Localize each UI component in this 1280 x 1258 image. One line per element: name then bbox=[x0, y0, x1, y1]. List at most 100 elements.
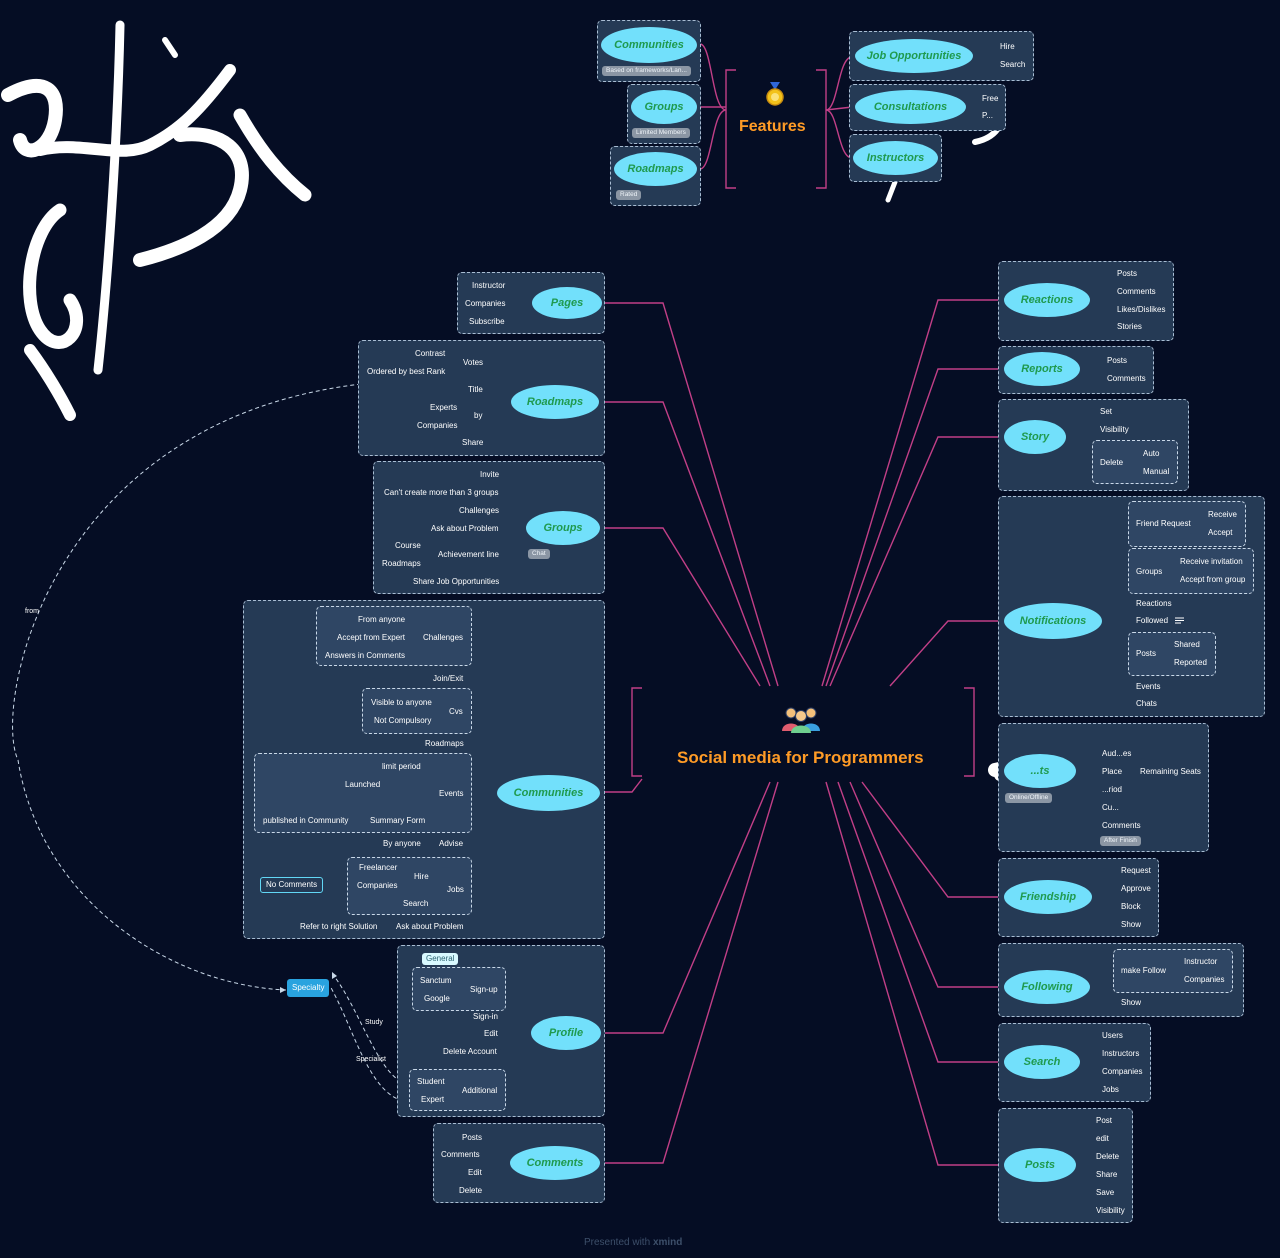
groups-node[interactable]: Groups bbox=[526, 511, 600, 545]
roadmaps-title: Title bbox=[468, 385, 483, 394]
communities-advise: Advise bbox=[439, 839, 464, 848]
communities-launched: Launched bbox=[345, 780, 381, 789]
groups-invite: Invite bbox=[480, 470, 500, 479]
features-title: Features bbox=[739, 118, 806, 135]
notifications-node[interactable]: Notifications bbox=[1004, 603, 1102, 639]
features-communities-node[interactable]: Communities bbox=[601, 27, 697, 63]
instructors-node[interactable]: Instructors bbox=[853, 141, 938, 175]
following-node[interactable]: Following bbox=[1004, 970, 1090, 1004]
pages-instructor: Instructor bbox=[472, 281, 506, 290]
profile-expert: Expert bbox=[421, 1095, 445, 1104]
footer-watermark: Presented with xmind bbox=[584, 1237, 682, 1248]
reports-posts: Posts bbox=[1107, 356, 1128, 365]
medal-icon bbox=[766, 82, 784, 106]
features-roadmaps-tag: Rated bbox=[616, 190, 642, 200]
profile-sanctum: Sanctum bbox=[420, 976, 452, 985]
reactions-posts: Posts bbox=[1117, 269, 1138, 278]
notif-posts: Posts bbox=[1136, 649, 1157, 658]
communities-by-anyone: By anyone bbox=[383, 839, 421, 848]
relation-specialist-label: Specialist bbox=[356, 1056, 386, 1063]
comments-node[interactable]: Comments bbox=[510, 1146, 600, 1180]
comments-delete: Delete bbox=[459, 1186, 483, 1195]
communities-limit-period: limit period bbox=[382, 762, 421, 771]
roadmaps-companies: Companies bbox=[417, 421, 458, 430]
consultations-free-label: Free bbox=[982, 94, 999, 103]
footer-brand: xmind bbox=[652, 1237, 683, 1248]
consultations-paid-label: P... bbox=[982, 111, 993, 120]
events-cost: Cu... bbox=[1102, 803, 1119, 812]
notif-shared: Shared bbox=[1174, 640, 1200, 649]
profile-delete: Delete Account bbox=[443, 1047, 497, 1056]
notif-events: Events bbox=[1136, 682, 1161, 691]
pages-companies: Companies bbox=[465, 299, 506, 308]
job-hire-label: Hire bbox=[1000, 42, 1015, 51]
communities-refer: Refer to right Solution bbox=[300, 922, 378, 931]
notif-accept: Accept bbox=[1208, 528, 1233, 537]
job-opportunities-node[interactable]: Job Opportunities bbox=[855, 39, 973, 73]
reactions-stories: Stories bbox=[1117, 322, 1142, 331]
notif-receive: Receive bbox=[1208, 510, 1237, 519]
communities-jobs: Jobs bbox=[447, 885, 464, 894]
posts-save: Save bbox=[1096, 1188, 1115, 1197]
posts-node[interactable]: Posts bbox=[1004, 1148, 1076, 1182]
posts-delete: Delete bbox=[1096, 1152, 1120, 1161]
roadmaps-node[interactable]: Roadmaps bbox=[511, 385, 599, 419]
search-jobs: Jobs bbox=[1102, 1085, 1119, 1094]
communities-cvs-group bbox=[362, 688, 472, 734]
pages-subscribe: Subscribe bbox=[469, 317, 505, 326]
profile-additional-group bbox=[409, 1069, 506, 1111]
communities-cv-compulsory: Not Compulsory bbox=[374, 716, 432, 725]
groups-achievement: Achievement line bbox=[438, 550, 499, 559]
notes-icon bbox=[1175, 617, 1184, 624]
groups-ask: Ask about Problem bbox=[431, 524, 499, 533]
notif-accept-from-group: Accept from group bbox=[1180, 575, 1246, 584]
features-roadmaps-node[interactable]: Roadmaps bbox=[614, 152, 697, 186]
search-node[interactable]: Search bbox=[1004, 1045, 1080, 1079]
following-make-group bbox=[1113, 949, 1233, 993]
features-groups-tag: Limited Members bbox=[632, 128, 690, 138]
relation-from-label: from bbox=[25, 608, 39, 615]
groups-roadmaps: Roadmaps bbox=[382, 559, 421, 568]
communities-freelancer: Freelancer bbox=[359, 863, 398, 872]
notif-groups: Groups bbox=[1136, 567, 1163, 576]
story-node[interactable]: Story bbox=[1004, 420, 1066, 454]
friendship-show: Show bbox=[1121, 920, 1142, 929]
features-groups-node[interactable]: Groups bbox=[631, 90, 697, 124]
story-visibility: Visibility bbox=[1100, 425, 1129, 434]
reactions-node[interactable]: Reactions bbox=[1004, 283, 1090, 317]
reports-comments: Comments bbox=[1107, 374, 1146, 383]
story-delete-group bbox=[1092, 440, 1178, 484]
communities-events-group bbox=[254, 753, 472, 833]
friendship-node[interactable]: Friendship bbox=[1004, 880, 1092, 914]
profile-student: Student bbox=[417, 1077, 445, 1086]
profile-general-tab[interactable]: General bbox=[422, 953, 459, 965]
roadmaps-ordered: Ordered by best Rank bbox=[367, 367, 446, 376]
communities-cv-visible: Visible to anyone bbox=[371, 698, 432, 707]
posts-post: Post bbox=[1096, 1116, 1113, 1125]
relation-study-label: Study bbox=[365, 1019, 383, 1026]
communities-companies: Companies bbox=[357, 881, 398, 890]
notif-friend-request: Friend Request bbox=[1136, 519, 1191, 528]
reports-node[interactable]: Reports bbox=[1004, 352, 1080, 386]
specialty-node[interactable]: Specialty bbox=[287, 979, 330, 997]
comments-posts: Posts bbox=[462, 1133, 483, 1142]
posts-edit: edit bbox=[1096, 1134, 1109, 1143]
groups-chat-tag: Chat bbox=[528, 549, 550, 559]
events-place: Place bbox=[1102, 767, 1123, 776]
events-node[interactable]: ...ts bbox=[1004, 754, 1076, 788]
pages-node[interactable]: Pages bbox=[532, 287, 602, 319]
communities-summary: Summary Form bbox=[370, 816, 426, 825]
communities-node[interactable]: Communities bbox=[497, 775, 600, 811]
roadmaps-by: by bbox=[474, 411, 483, 420]
profile-additional: Additional bbox=[462, 1086, 498, 1095]
story-set: Set bbox=[1100, 407, 1113, 416]
consultations-node[interactable]: Consultations bbox=[855, 90, 966, 124]
reactions-likes: Likes/Dislikes bbox=[1117, 305, 1166, 314]
central-topic[interactable]: Social media for Programmers bbox=[677, 748, 924, 767]
roadmaps-votes: Votes bbox=[463, 358, 484, 367]
notif-chats: Chats bbox=[1136, 699, 1157, 708]
communities-accept-expert: Accept from Expert bbox=[337, 633, 406, 642]
communities-ask: Ask about Problem bbox=[396, 922, 464, 931]
events-remaining-seats: Remaining Seats bbox=[1140, 767, 1201, 776]
profile-node[interactable]: Profile bbox=[531, 1016, 601, 1050]
